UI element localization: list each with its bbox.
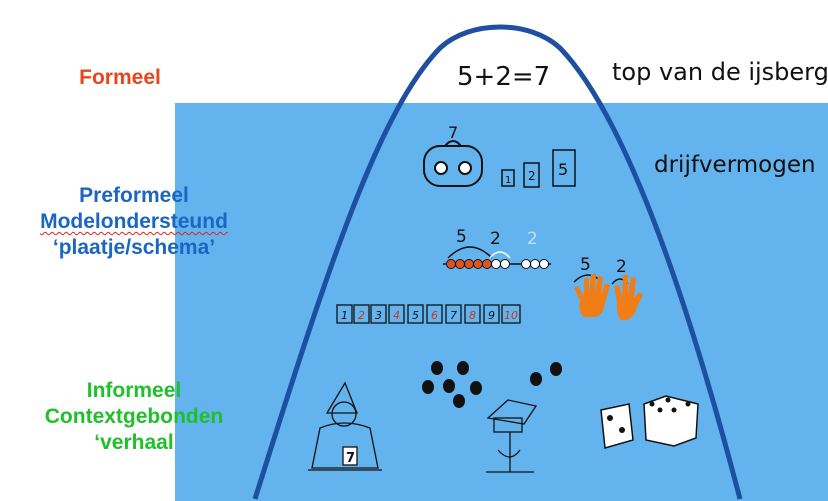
strip-3: 3 xyxy=(375,309,382,322)
birdhouse-icon xyxy=(486,399,538,473)
strip-2: 2 xyxy=(358,309,365,322)
level-formeel: Formeel xyxy=(40,65,200,91)
weight-labels: 1 2 5 xyxy=(505,160,568,186)
abacus-label-2: 2 xyxy=(490,229,501,249)
child-drawing-icon xyxy=(308,381,382,471)
weight-1: 1 xyxy=(505,175,511,186)
strip-7: 7 xyxy=(450,309,457,322)
level-informeel: Informeel Contextgebonden ‘verhaal xyxy=(14,378,254,456)
preformeel-line-3: ‘plaatje/schema’ xyxy=(52,236,216,259)
hand-label-2: 2 xyxy=(616,257,627,277)
preformeel-line-2: Modelondersteund xyxy=(40,210,228,233)
abacus-label-5: 5 xyxy=(456,227,467,247)
iceberg-outline xyxy=(252,24,743,500)
formula-text: 5+2=7 xyxy=(457,62,551,92)
strip-4: 4 xyxy=(393,309,400,322)
hand-label-5: 5 xyxy=(580,255,591,275)
strip-6: 6 xyxy=(431,309,438,322)
weight-2: 2 xyxy=(528,169,536,183)
preformeel-line-1: Preformeel xyxy=(79,184,189,207)
formeel-line-1: Formeel xyxy=(79,66,161,89)
number-strip xyxy=(336,304,521,324)
strip-8: 8 xyxy=(469,309,476,322)
informeel-line-2: Contextgebonden xyxy=(44,405,224,428)
informeel-line-3: ‘verhaal xyxy=(94,431,174,454)
abacus-label-2-faint: 2 xyxy=(527,229,538,249)
hands-icon: 5 2 xyxy=(573,255,643,320)
strip-9: 9 xyxy=(488,309,495,322)
dice-icon xyxy=(600,395,699,449)
strip-1: 1 xyxy=(341,309,348,322)
buoyancy-text: drijfvermogen xyxy=(654,152,816,178)
abacus-icon: 5 2 2 xyxy=(443,227,551,269)
strip-5: 5 xyxy=(412,309,419,322)
weights-icon xyxy=(501,149,576,188)
level-preformeel: Preformeel Modelondersteund ‘plaatje/sch… xyxy=(14,183,254,261)
top-of-iceberg-text: top van de ijsberg xyxy=(612,58,828,86)
purse-number: 7 xyxy=(448,123,458,142)
weight-5: 5 xyxy=(558,160,568,179)
card-number: 7 xyxy=(346,451,355,466)
birds-icon xyxy=(422,361,562,408)
strip-10: 10 xyxy=(504,309,518,322)
purse-icon: 7 xyxy=(423,123,483,187)
informeel-line-1: Informeel xyxy=(86,379,182,402)
number-strip-labels: 1 2 3 4 5 6 7 8 9 10 xyxy=(341,309,518,322)
